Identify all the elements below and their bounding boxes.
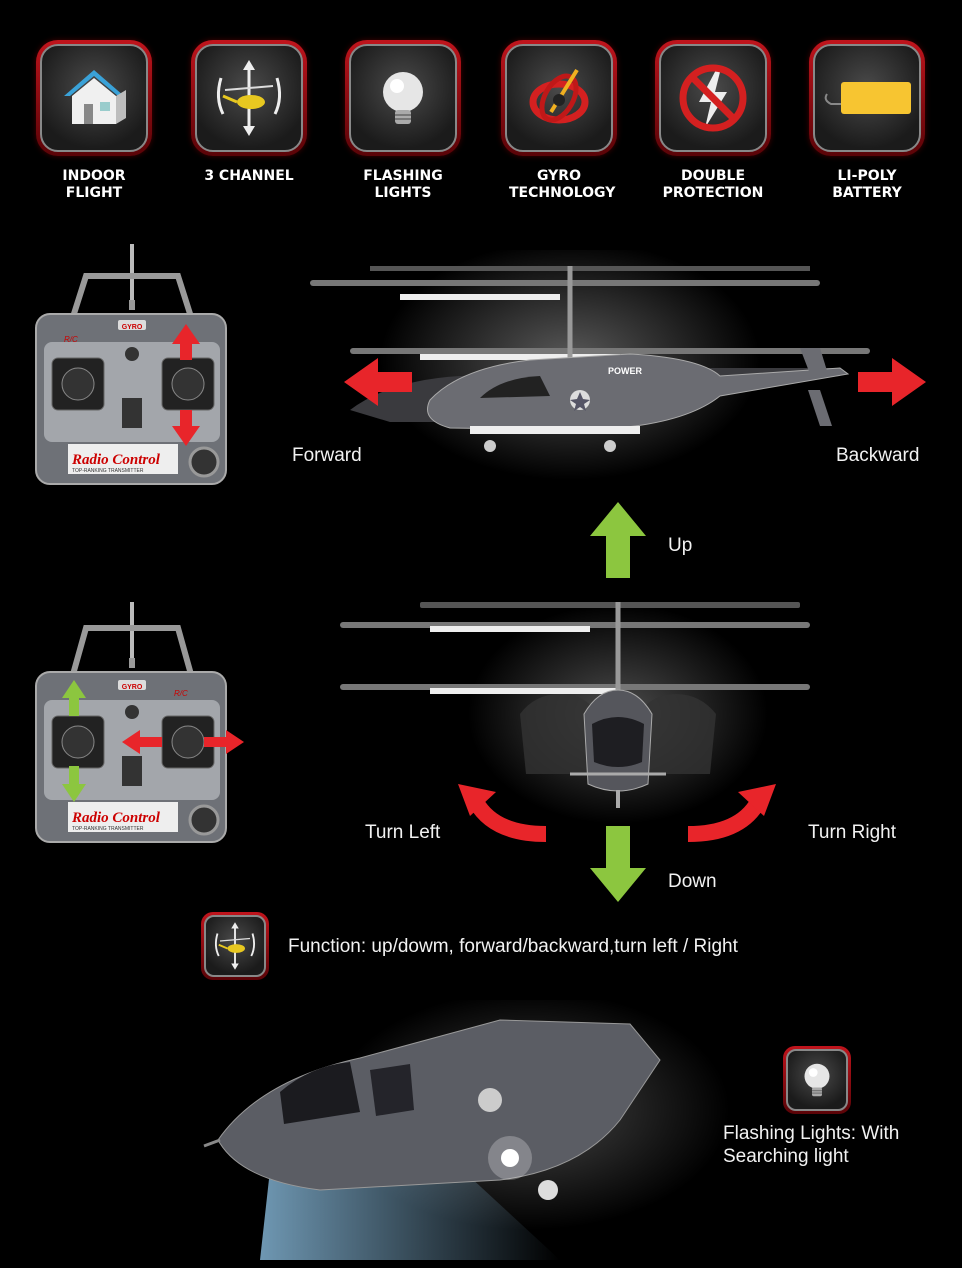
turn-right-stick-arrow	[204, 730, 244, 754]
remote-subtitle: TOP-RANKING TRANSMITTER	[72, 826, 144, 832]
up-label: Up	[668, 535, 693, 556]
throttle-down-arrow	[172, 410, 200, 446]
down-label: Down	[668, 871, 717, 892]
remote-control-up-down-turn: GYRO R/C Radio Control TOP-RANKING TRANS…	[32, 596, 252, 856]
light-bulb-icon	[383, 72, 423, 124]
light-bulb-icon	[804, 1063, 830, 1097]
rc-label: R/C	[174, 689, 188, 698]
turn-right-arrow	[687, 784, 776, 842]
no-lightning-icon	[679, 64, 747, 132]
battery-icon	[824, 82, 911, 114]
forward-label: Forward	[292, 445, 362, 466]
power-decal: POWER	[608, 366, 643, 376]
lights-text-line2: Searching light	[723, 1146, 849, 1167]
feature-label: INDOOR FLIGHT	[62, 168, 126, 201]
gyro-label: GYRO	[122, 324, 143, 331]
backward-arrow	[858, 358, 926, 406]
helicopter-front-view	[330, 594, 830, 824]
feature-flashing-lights: FLASHING LIGHTS	[341, 40, 465, 202]
feature-label: 3 CHANNEL	[204, 168, 294, 184]
function-text: Function: up/dowm, forward/backward,turn…	[288, 936, 738, 957]
house-icon	[64, 70, 126, 124]
feature-indoor-flight: INDOOR FLIGHT	[32, 40, 156, 202]
feature-li-poly-battery: LI-POLY BATTERY	[805, 40, 929, 202]
feature-gyro: GYRO TECHNOLOGY	[497, 40, 621, 202]
backward-label: Backward	[836, 445, 920, 466]
feature-label: GYRO TECHNOLOGY	[509, 168, 616, 201]
lights-text-line1: Flashing Lights: With	[723, 1123, 900, 1144]
feature-double-protection: DOUBLE PROTECTION	[651, 40, 775, 202]
down-arrow	[590, 826, 646, 902]
gyro-label: GYRO	[122, 684, 143, 691]
forward-arrow	[344, 358, 412, 406]
feature-label: DOUBLE PROTECTION	[662, 168, 764, 201]
rc-label: R/C	[64, 335, 78, 344]
left-stick-down-arrow	[62, 766, 86, 802]
remote-subtitle: TOP-RANKING TRANSMITTER	[72, 468, 144, 474]
feature-3-channel: 3 CHANNEL	[187, 40, 311, 185]
turn-left-stick-arrow	[122, 730, 162, 754]
function-badge	[201, 912, 269, 980]
remote-brand: Radio Control	[71, 452, 161, 468]
throttle-up-arrow	[172, 324, 200, 360]
helicopter-searchlight-view	[200, 1000, 740, 1268]
turn-left-arrow	[458, 784, 547, 842]
flashing-lights-badge	[783, 1046, 851, 1114]
helicopter-arrows-icon	[214, 922, 256, 970]
left-stick-up-arrow	[62, 680, 86, 716]
feature-label: FLASHING LIGHTS	[363, 168, 443, 201]
helicopter-side-view: POWER	[280, 250, 962, 480]
up-arrow	[590, 502, 646, 578]
remote-control-forward-backward: GYRO R/C Radio Control TOP-RANKING TRANS…	[32, 238, 232, 498]
helicopter-arrows-icon	[216, 60, 282, 136]
turn-right-label: Turn Right	[808, 822, 896, 843]
remote-brand: Radio Control	[71, 810, 161, 826]
gyro-icon	[529, 68, 589, 124]
turn-left-label: Turn Left	[365, 822, 441, 843]
feature-label: LI-POLY BATTERY	[832, 168, 902, 201]
